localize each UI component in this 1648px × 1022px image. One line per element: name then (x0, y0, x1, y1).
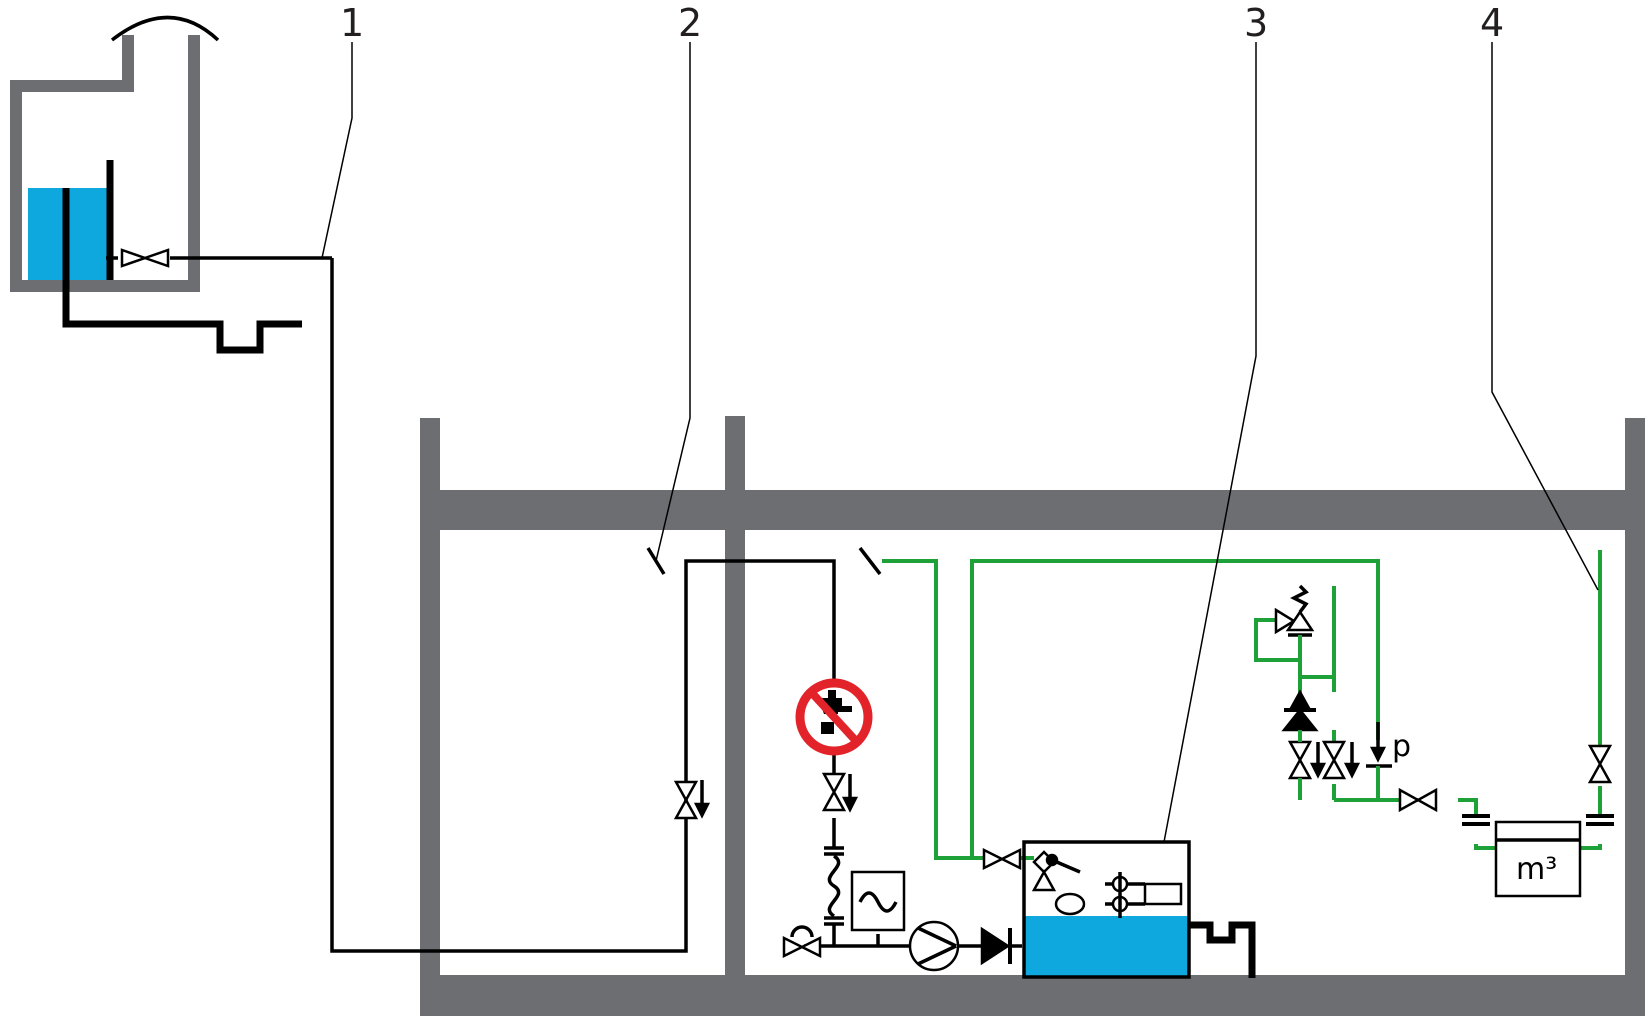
flexible-hose-icon (827, 854, 841, 918)
drinking-water-piping (106, 256, 1022, 953)
tank-wall (10, 35, 200, 292)
tank-outlet-gate-valve-icon (120, 248, 170, 268)
leader-2 (655, 42, 691, 562)
ceiling-slab (420, 490, 1645, 530)
break-tank-water (1024, 916, 1189, 977)
callout-2: 2 (678, 1, 702, 45)
backflow-preventer-icon (1281, 689, 1319, 732)
break-tank-overflow (1189, 921, 1256, 978)
leader-3 (1163, 42, 1257, 843)
pressure-gauge-icon: p (1366, 722, 1411, 800)
float-valve-icon (1031, 869, 1057, 892)
break-tank (1022, 840, 1256, 979)
tank-inlet-gate-valve-icon (982, 847, 1022, 871)
leader-4 (1491, 42, 1599, 591)
left-test-valve-icon (1287, 730, 1327, 800)
floor-slab (420, 975, 1645, 1016)
building-structure (420, 416, 1645, 1016)
pressure-label: p (1392, 729, 1411, 764)
right-outer-wall (1625, 418, 1645, 1016)
no-drinking-water-icon (795, 678, 873, 756)
pump-icon (908, 920, 960, 972)
meter-outlet-valve-icon (1587, 744, 1613, 784)
level-indicator-box (1143, 882, 1183, 906)
drain-valve-icon (782, 925, 822, 959)
check-valve-icon (980, 926, 1012, 966)
branch-drain-valve-icon (821, 772, 859, 813)
riser-drain-valve-icon (673, 780, 711, 820)
tank-roof-arc (110, 15, 220, 42)
water-meter-icon: m³ (1494, 820, 1582, 898)
safety-valve-icon (1254, 584, 1315, 660)
break-tank-outline (1022, 840, 1191, 979)
meter-inlet-flange-icon (1462, 814, 1490, 826)
callout-3: 3 (1244, 1, 1268, 45)
tank-overflow-pipe (62, 188, 302, 354)
heat-exchanger-icon (850, 870, 906, 932)
inner-partition-wall (725, 416, 745, 976)
main-supply-pipe (330, 258, 836, 953)
non-potable-piping (858, 546, 1602, 860)
leader-1 (321, 42, 353, 259)
meter-inlet-valve-icon (1398, 787, 1438, 813)
callout-leaders (321, 42, 1599, 843)
left-outer-wall (420, 418, 440, 1016)
meter-label: m³ (1516, 852, 1557, 887)
meter-outlet-flange-icon (1586, 814, 1614, 826)
pipe-break-mark-2 (858, 546, 882, 576)
callout-4: 4 (1480, 1, 1504, 45)
callout-1: 1 (340, 1, 364, 45)
right-test-valve-icon (1321, 740, 1361, 780)
elevated-water-tank (10, 15, 302, 354)
